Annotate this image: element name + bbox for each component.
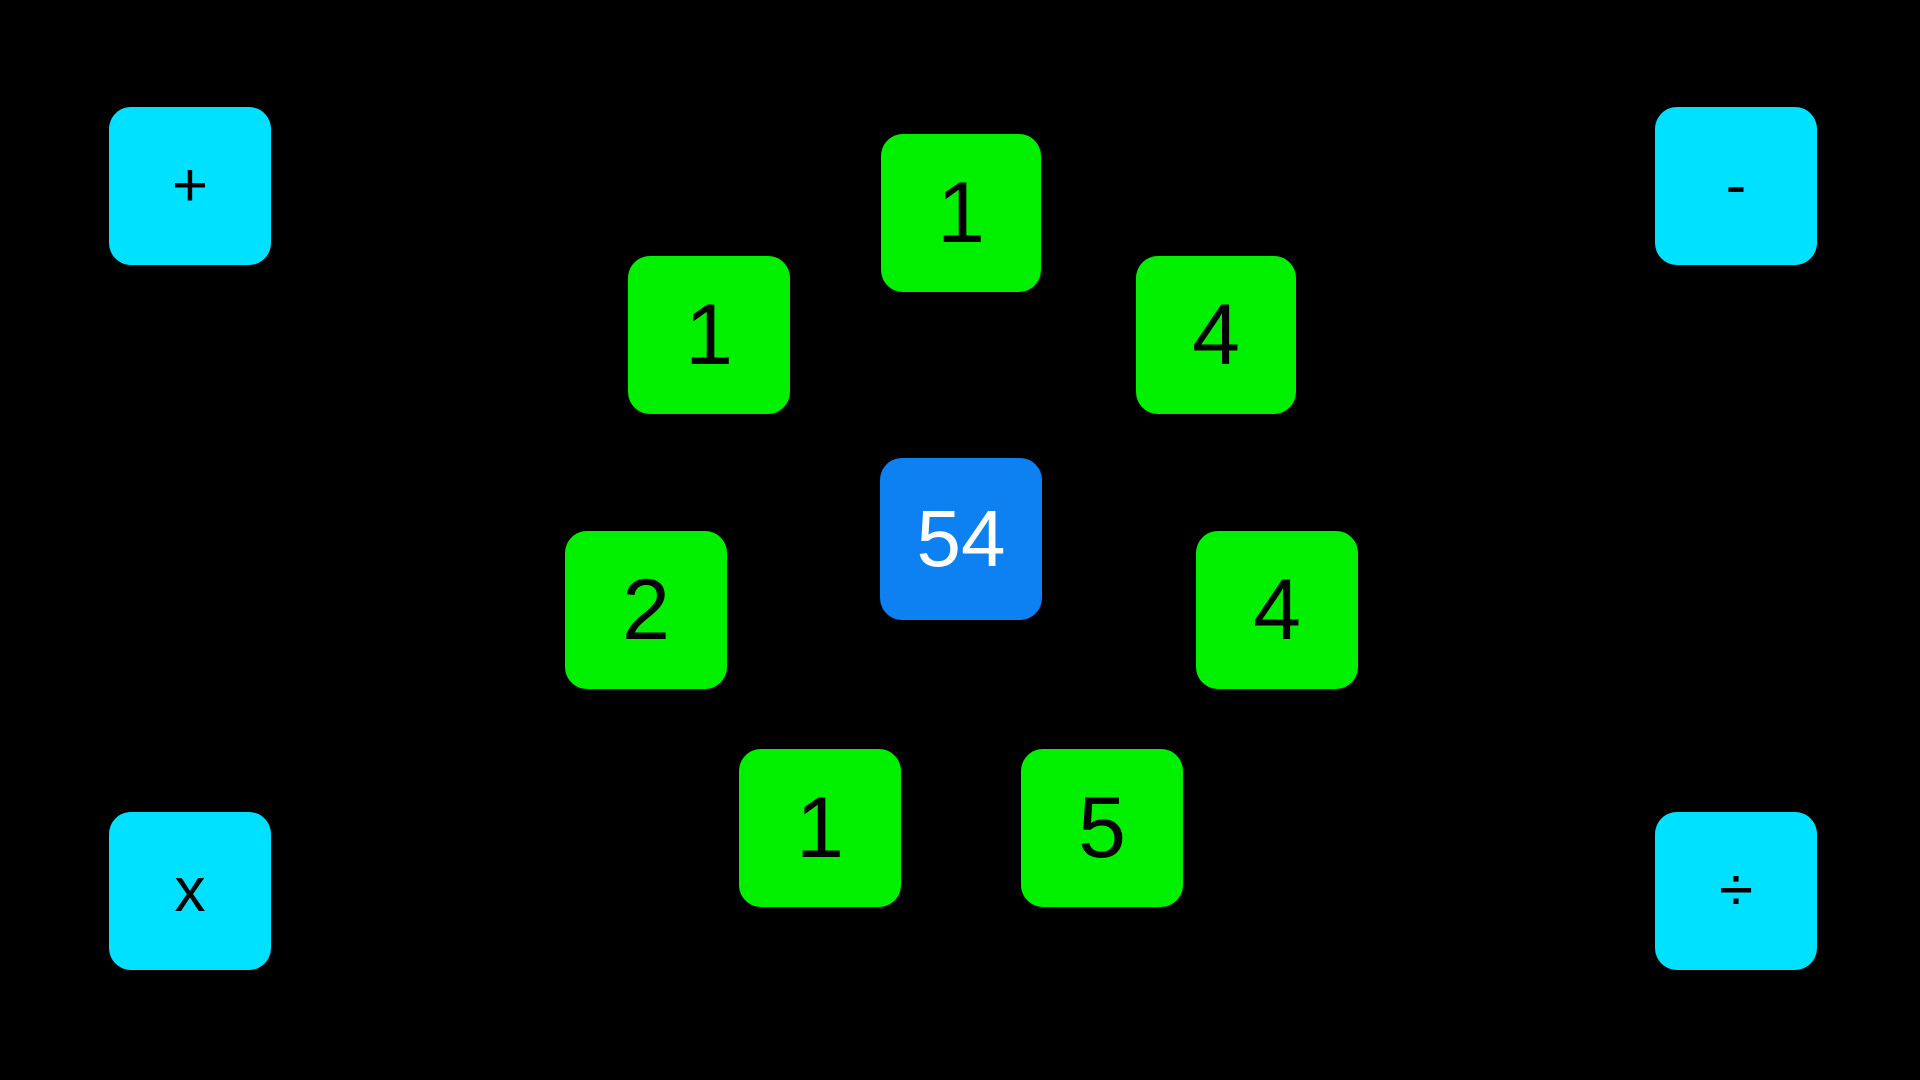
multiply-button[interactable]: x: [109, 812, 271, 970]
number-tile-label: 2: [622, 562, 670, 658]
number-tile-lower-left[interactable]: 1: [739, 749, 901, 907]
number-tile-label: 1: [685, 287, 733, 383]
subtract-button[interactable]: -: [1655, 107, 1817, 265]
number-tile-label: 4: [1192, 287, 1240, 383]
minus-icon: -: [1725, 151, 1747, 220]
target-value-label: 54: [916, 494, 1006, 583]
number-tile-upper-right[interactable]: 4: [1136, 256, 1296, 414]
number-tile-label: 1: [796, 780, 844, 876]
number-tile-label: 4: [1253, 562, 1301, 658]
divide-icon: ÷: [1718, 856, 1754, 925]
number-tile-label: 1: [937, 165, 985, 261]
multiply-icon: x: [174, 856, 206, 925]
number-tile-left[interactable]: 2: [565, 531, 727, 689]
number-tile-label: 5: [1078, 780, 1126, 876]
add-button[interactable]: +: [109, 107, 271, 265]
number-tile-lower-right[interactable]: 5: [1021, 749, 1183, 907]
number-tile-right[interactable]: 4: [1196, 531, 1358, 689]
divide-button[interactable]: ÷: [1655, 812, 1817, 970]
target-tile[interactable]: 54: [880, 458, 1042, 620]
plus-icon: +: [171, 151, 209, 220]
number-tile-upper-left[interactable]: 1: [628, 256, 790, 414]
number-tile-top[interactable]: 1: [881, 134, 1041, 292]
